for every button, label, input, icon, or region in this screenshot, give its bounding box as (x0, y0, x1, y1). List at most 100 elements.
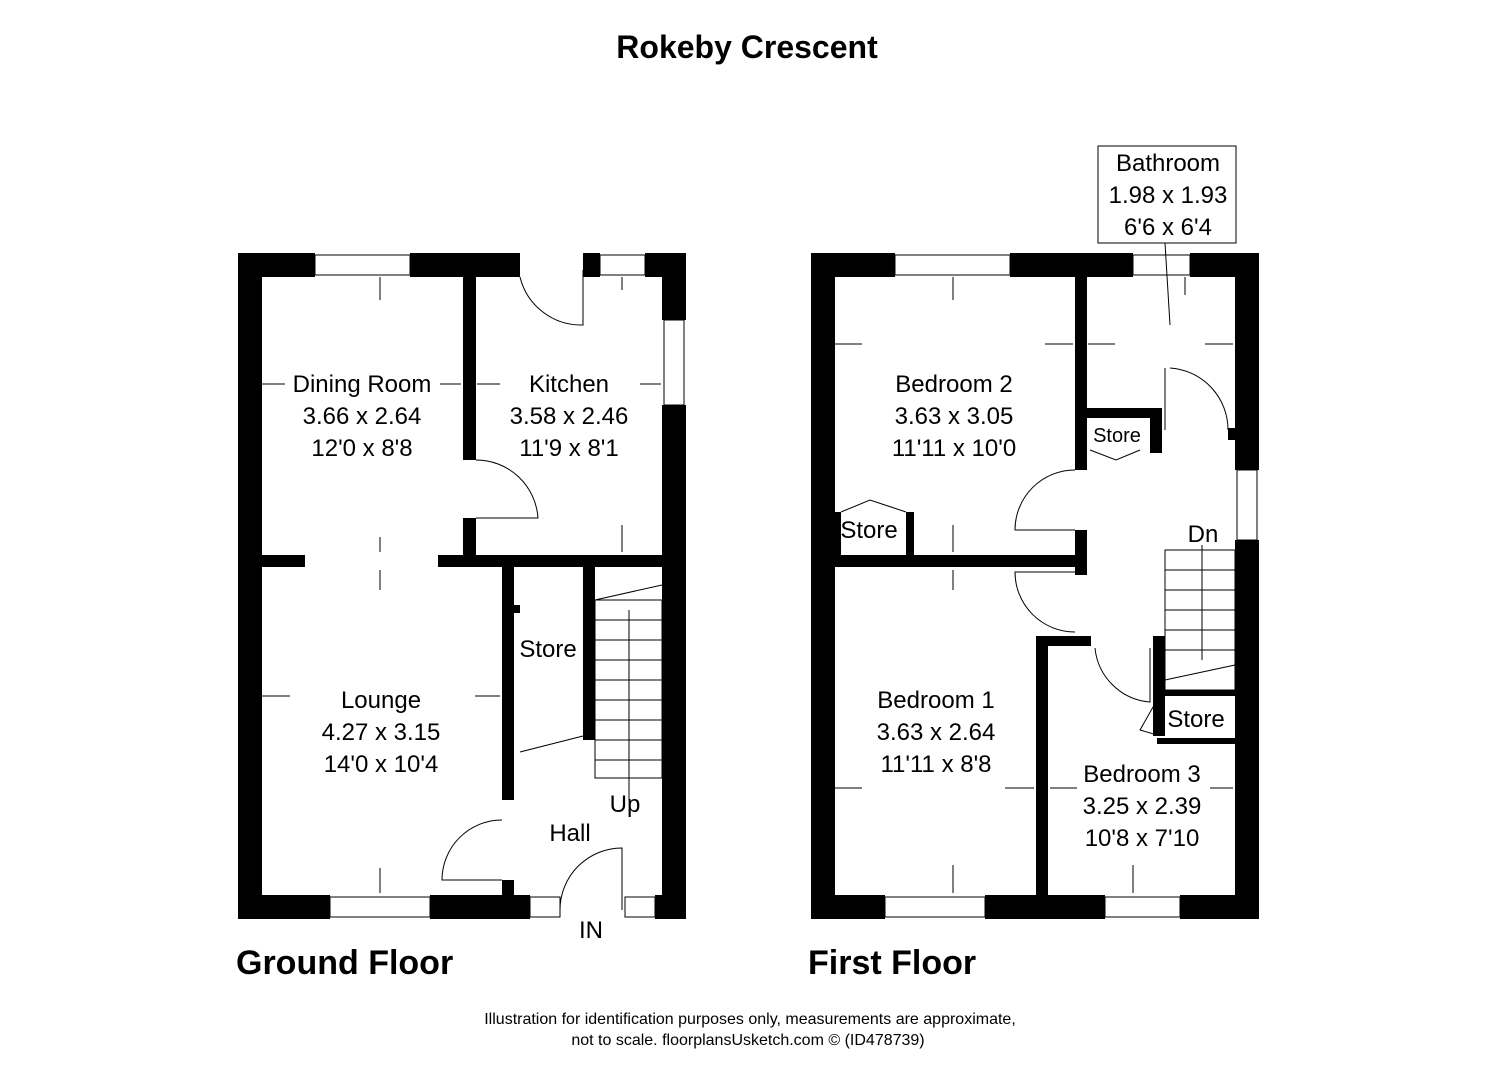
wall (583, 567, 595, 740)
staircase (1164, 545, 1236, 691)
room-name: Bathroom (1116, 150, 1220, 177)
room-imperial: 14'0 x 10'4 (324, 751, 439, 778)
window (894, 254, 1011, 276)
wall (410, 253, 520, 277)
store-door (519, 735, 584, 753)
front-door (559, 847, 623, 911)
bathroom-door (1164, 367, 1229, 431)
wall (1235, 253, 1259, 470)
plan-title: Rokeby Crescent (616, 29, 878, 65)
room-name: Bedroom 1 (877, 687, 994, 714)
wall (1087, 408, 1162, 418)
store-label: Store (519, 636, 576, 663)
room-name: Dining Room (293, 371, 432, 398)
wall (835, 512, 841, 555)
room-imperial: 10'8 x 7'10 (1085, 825, 1200, 852)
wall (238, 253, 315, 277)
window (663, 319, 685, 406)
back-door (519, 270, 584, 326)
wall (1075, 530, 1087, 575)
first-floor-plan: Bedroom 2 3.63 x 3.05 11'11 x 10'0 Bedro… (808, 145, 1259, 982)
room-metric: 3.63 x 3.05 (895, 403, 1014, 430)
wall (238, 555, 305, 567)
window (1104, 896, 1181, 918)
window (884, 896, 986, 918)
disclaimer-line-1: Illustration for identification purposes… (484, 1011, 1016, 1028)
wall (463, 518, 476, 567)
bedroom2-door (1014, 469, 1076, 531)
room-imperial: 12'0 x 8'8 (311, 435, 412, 462)
floor-label: First Floor (808, 944, 976, 982)
store-door (1089, 449, 1141, 461)
dimension-arrows (835, 277, 1233, 893)
wall (1150, 408, 1162, 453)
wall (238, 895, 330, 919)
bathroom-label-box (1097, 145, 1237, 244)
room-name: Bedroom 2 (895, 371, 1012, 398)
store-label: Store (1167, 706, 1224, 733)
window (1132, 254, 1191, 276)
room-metric: 4.27 x 3.15 (322, 719, 441, 746)
down-label: Dn (1188, 521, 1219, 548)
wall (811, 253, 835, 919)
dimension-arrows (262, 277, 661, 893)
disclaimer-line-2: not to scale. floorplansUsketch.com © (I… (571, 1032, 924, 1049)
wall (811, 555, 1087, 567)
wall (906, 512, 914, 555)
room-imperial: 6'6 x 6'4 (1124, 214, 1212, 241)
wall (430, 895, 530, 919)
room-metric: 3.66 x 2.64 (303, 403, 422, 430)
room-metric: 1.98 x 1.93 (1109, 182, 1228, 209)
wall (583, 253, 600, 277)
floor-label: Ground Floor (236, 944, 453, 982)
wall (1010, 253, 1133, 277)
wall (463, 277, 476, 460)
kitchen-door (475, 459, 539, 519)
hall-label: Hall (549, 820, 590, 847)
window (599, 254, 646, 276)
wall (645, 253, 686, 277)
wall (811, 895, 885, 919)
room-name: Lounge (341, 687, 421, 714)
wall (1075, 277, 1087, 470)
wall (1157, 738, 1235, 744)
wall (1153, 690, 1259, 696)
store-label: Store (1093, 425, 1141, 447)
room-metric: 3.63 x 2.64 (877, 719, 996, 746)
room-name: Kitchen (529, 371, 609, 398)
wall (502, 880, 514, 895)
bathroom-pointer (1164, 242, 1171, 326)
wall (502, 567, 514, 800)
wall (438, 555, 686, 567)
room-metric: 3.25 x 2.39 (1083, 793, 1202, 820)
wall (1180, 895, 1259, 919)
store-door (1139, 699, 1158, 736)
bedroom1-door (1014, 571, 1076, 633)
window (314, 254, 411, 276)
wall (1153, 636, 1165, 736)
wall (655, 895, 686, 919)
window (624, 896, 656, 918)
window (1236, 469, 1258, 541)
bedroom3-door (1094, 647, 1151, 703)
wall (1190, 253, 1259, 277)
up-label: Up (610, 791, 641, 818)
wall (238, 253, 262, 919)
room-imperial: 11'9 x 8'1 (519, 435, 618, 462)
room-imperial: 11'11 x 8'8 (880, 751, 991, 778)
lounge-door (441, 819, 503, 881)
staircase (594, 584, 663, 800)
wall (1036, 636, 1048, 919)
wall (1235, 540, 1259, 919)
wall (662, 405, 686, 919)
wall (1036, 636, 1091, 646)
store-door (840, 499, 907, 513)
entrance-label: IN (579, 917, 603, 944)
window (329, 896, 431, 918)
wall (514, 605, 520, 613)
wall (1228, 428, 1235, 440)
room-name: Bedroom 3 (1083, 761, 1200, 788)
ground-floor-plan: Dining Room 3.66 x 2.64 12'0 x 8'8 Kitch… (236, 253, 686, 982)
room-metric: 3.58 x 2.46 (510, 403, 629, 430)
store-label: Store (840, 517, 897, 544)
